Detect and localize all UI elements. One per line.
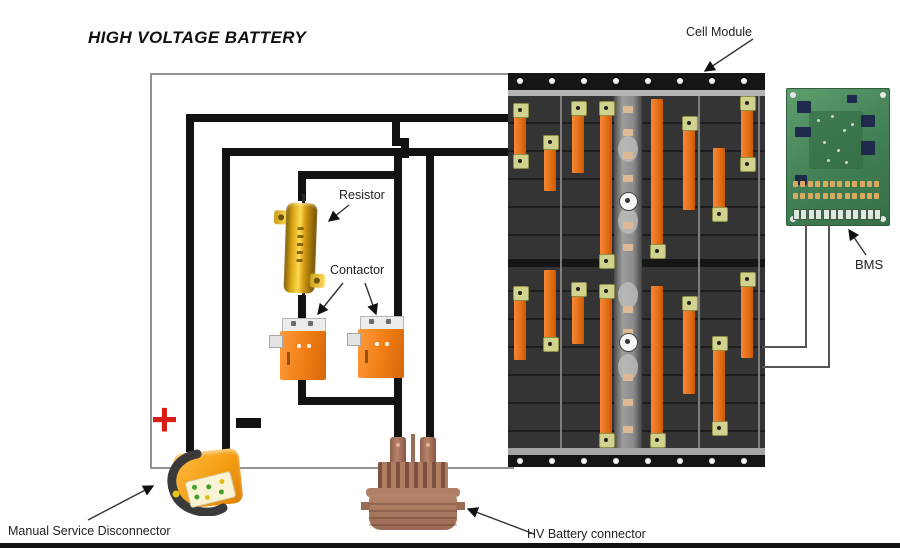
label-resistor: Resistor <box>339 188 385 202</box>
battery-pack <box>508 73 765 467</box>
msd-handle <box>167 449 228 516</box>
arrow-hv-connector <box>466 507 535 535</box>
label-bms: BMS <box>855 257 884 272</box>
precharge-resistor <box>273 198 326 298</box>
wire-resistor-bottom <box>298 295 306 325</box>
hv-battery-connector-device <box>361 434 465 531</box>
wire-positive-top <box>186 114 512 122</box>
bms-wire-1 <box>762 346 807 348</box>
bms-wire-1 <box>805 224 807 348</box>
connector-ribs <box>378 462 448 490</box>
label-hv-battery-connector: HV Battery connector <box>527 527 646 541</box>
resistor-mount-tab <box>309 273 326 288</box>
wire-to-contactor2 <box>394 171 402 318</box>
wire-negative-to-connector <box>426 152 434 458</box>
connector-terminal <box>390 437 406 465</box>
wire-branch-lower <box>394 152 402 179</box>
resistor-lead-bottom <box>302 287 305 300</box>
page-title: HIGH VOLTAGE BATTERY <box>88 28 307 47</box>
arrow-bms <box>848 228 867 256</box>
contactor-mount-tab <box>347 333 361 346</box>
wire-branch-cross <box>401 138 409 158</box>
label-cell-module: Cell Module <box>686 25 753 39</box>
bottom-divider-bar <box>0 543 900 548</box>
contactor-mount-tab <box>269 335 283 348</box>
wire-resistor-top <box>298 171 306 201</box>
negative-terminal-mark <box>236 418 261 428</box>
wire-positive-left-drop <box>186 114 194 452</box>
wire-negative-left-drop <box>222 148 230 452</box>
label-manual-service-disconnector: Manual Service Disconnector <box>8 524 171 538</box>
wire-precharge-horizontal <box>298 171 402 179</box>
arrow-msd <box>87 485 155 521</box>
battery-cells-layer <box>508 96 765 448</box>
wire-contactor1-drop <box>298 378 306 405</box>
battery-bottom-rail <box>508 455 765 467</box>
positive-terminal-mark: + <box>151 393 178 445</box>
label-contactor: Contactor <box>330 263 385 277</box>
connector-body <box>369 494 457 530</box>
bms-board <box>786 88 890 226</box>
resistor-lead-top <box>302 194 305 207</box>
contactor-1 <box>269 318 326 380</box>
wire-branch-jog <box>392 138 409 146</box>
wire-bottom-link <box>298 397 402 405</box>
bms-wire-2 <box>828 224 830 368</box>
manual-service-disconnect-device <box>163 447 247 516</box>
contactor-2 <box>347 316 404 378</box>
connector-terminal <box>420 437 436 465</box>
bms-wire-2 <box>762 366 830 368</box>
battery-center-channel <box>614 96 642 448</box>
arrow-cell-module <box>703 38 754 72</box>
wire-negative-top <box>222 148 512 156</box>
wire-contactor2-to-connector <box>394 376 402 458</box>
battery-top-rail <box>508 73 765 90</box>
wire-branch-upper <box>392 116 400 146</box>
